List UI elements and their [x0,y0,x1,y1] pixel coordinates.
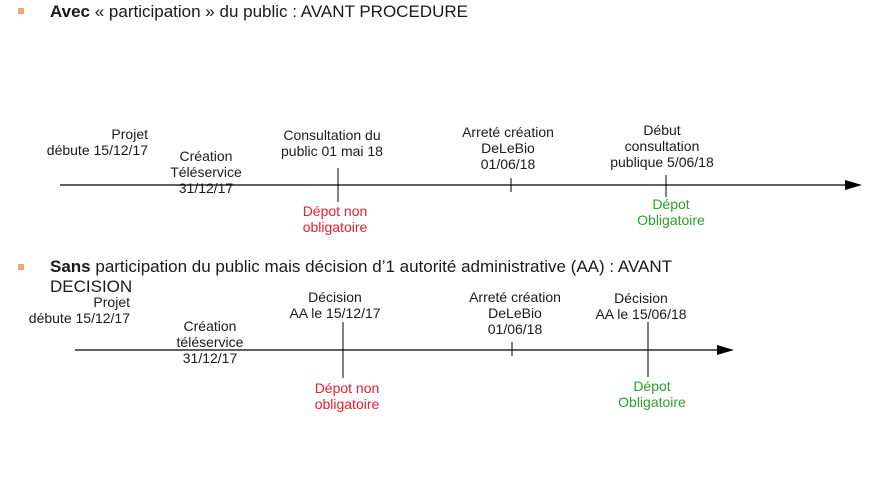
t2-arrete-label: Arreté création DeLeBio 01/06/18 [469,289,561,337]
t1-arrete-label: Arreté création DeLeBio 01/06/18 [462,124,554,172]
section2-heading: Sans participation du public mais décisi… [50,257,672,277]
t1-consultation-label: Consultation du public 01 mai 18 [281,127,383,159]
t2-decision2-label: Décision AA le 15/06/18 [595,290,687,322]
section2-heading-rest: participation du public mais décision d’… [90,257,673,276]
t1-creation-label: Création Téléservice 31/12/17 [170,148,242,196]
section1-heading-bold: Avec [50,2,91,21]
t1-debut-label: Début consultation publique 5/06/18 [610,122,714,170]
t2-projet-label: Projet débute 15/12/17 [28,294,130,326]
t2-creation-label: Création téléservice 31/12/17 [176,318,244,366]
t2-depot-non-label: Dépot non obligatoire [314,380,380,412]
t2-decision1-label: Décision AA le 15/12/17 [289,289,381,321]
t2-depot-obl-label: Dépot Obligatoire [618,378,686,410]
t1-projet-label: Projet débute 15/12/17 [46,126,148,158]
t1-depot-non-label: Dépot non obligatoire [302,203,368,235]
t1-depot-obl-label: Dépot Obligatoire [637,196,705,228]
bullet-icon [18,8,24,14]
bullet-icon [18,264,24,270]
timeline-1-arrowhead [845,180,862,190]
timeline-2-arrowhead [717,345,734,355]
section2-heading-line2: DECISION [50,277,133,296]
section2-heading-bold: Sans [50,257,91,276]
section1-heading: Avec « participation » du public : AVANT… [50,2,468,22]
section1-heading-rest: « participation » du public : AVANT PROC… [90,2,468,21]
